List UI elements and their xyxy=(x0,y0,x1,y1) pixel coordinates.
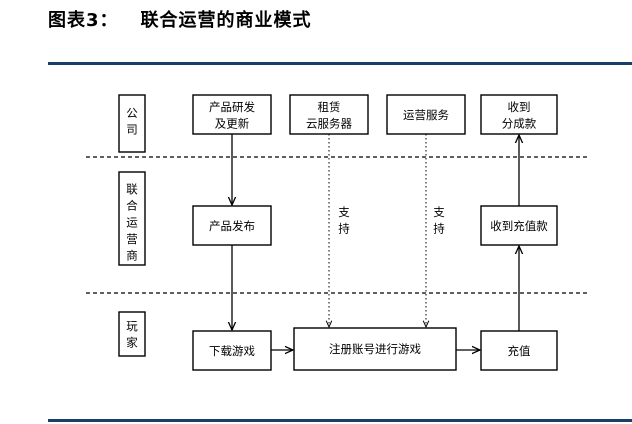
node-download-game-label: 下载游戏 xyxy=(209,344,255,358)
node-ops-service: 运营服务 xyxy=(386,94,466,135)
top-rule xyxy=(48,62,632,65)
lane-operator: 联合运营商 xyxy=(118,171,146,266)
node-register-play: 注册账号进行游戏 xyxy=(293,327,457,371)
node-receive-share-label: 收到分成款 xyxy=(502,100,537,131)
node-receive-share: 收到分成款 xyxy=(480,94,558,135)
lane-player: 玩家 xyxy=(118,311,146,357)
figure-title: 图表3： 联合运营的商业模式 xyxy=(48,6,312,32)
support-label-server: 支持 xyxy=(338,205,350,236)
node-product-dev-label: 产品研发及更新 xyxy=(209,100,255,131)
node-product-release: 产品发布 xyxy=(192,205,272,246)
figure-label: 图表3： xyxy=(48,10,119,31)
lane-company: 公司 xyxy=(118,94,146,153)
node-receive-recharge: 收到充值款 xyxy=(480,205,558,246)
node-register-play-label: 注册账号进行游戏 xyxy=(329,342,421,356)
node-ops-service-label: 运营服务 xyxy=(403,108,449,122)
node-recharge-label: 充值 xyxy=(508,344,531,358)
figure-heading: 联合运营的商业模式 xyxy=(140,10,312,31)
node-product-dev: 产品研发及更新 xyxy=(192,94,272,135)
node-recharge: 充值 xyxy=(480,330,558,371)
bottom-rule xyxy=(48,419,632,422)
node-receive-recharge-label: 收到充值款 xyxy=(490,219,548,233)
node-rent-server-label: 租赁云服务器 xyxy=(306,100,352,131)
lane-player-label: 玩家 xyxy=(126,319,138,350)
node-product-release-label: 产品发布 xyxy=(209,219,255,233)
lane-company-label: 公司 xyxy=(126,106,138,137)
support-label-ops: 支持 xyxy=(433,205,445,236)
lane-operator-label: 联合运营商 xyxy=(126,182,138,263)
node-download-game: 下载游戏 xyxy=(192,330,272,371)
node-rent-server: 租赁云服务器 xyxy=(289,94,369,135)
